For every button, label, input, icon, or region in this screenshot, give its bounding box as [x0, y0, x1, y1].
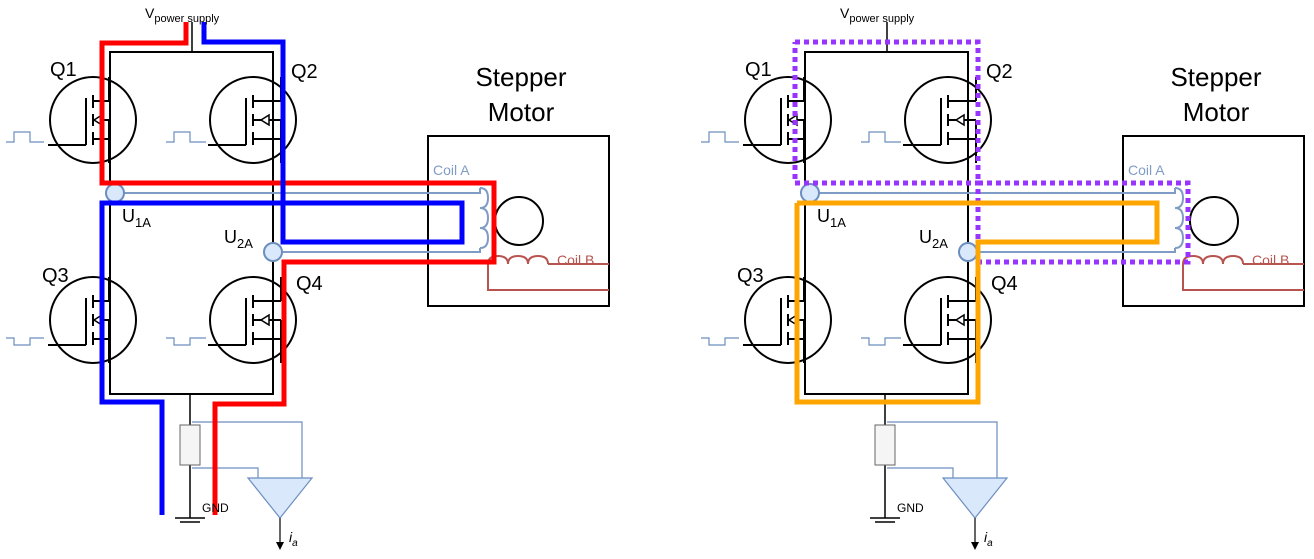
q3-gate-signal — [701, 337, 739, 346]
u1a-label: U1A — [122, 206, 151, 230]
q3-gate-signal — [6, 337, 44, 346]
current-path-purple — [792, 39, 1191, 265]
supply-label: Vpower supply — [840, 5, 915, 25]
coil-b-winding — [1182, 254, 1244, 265]
u2a-label: U2A — [919, 227, 948, 251]
sense-resistor — [874, 424, 896, 466]
motor-box — [427, 135, 610, 307]
motor-title-line1: Stepper — [475, 62, 566, 92]
ia-arrowhead — [971, 542, 979, 550]
coil-b-winding — [487, 254, 549, 265]
sense-line-1 — [887, 421, 998, 478]
supply-label: Vpower supply — [145, 5, 220, 25]
node-u2a — [958, 242, 978, 262]
q3-transistor — [47, 276, 137, 364]
u1a-label: U1A — [817, 206, 846, 230]
current-path-orange — [794, 200, 1160, 405]
q3-label: Q3 — [42, 265, 69, 287]
node-u2a — [263, 242, 283, 262]
q1-transistor — [47, 76, 137, 164]
q3-transistor — [742, 276, 832, 364]
coil-a-label: Coil A — [1128, 162, 1165, 178]
coil-a-wire-bottom — [273, 248, 481, 253]
q1-label: Q1 — [745, 59, 772, 81]
node-u1a — [105, 183, 125, 203]
coil-b-lead-1 — [487, 264, 609, 291]
q3-label: Q3 — [737, 265, 764, 287]
q2-gate-signal — [166, 131, 206, 143]
motor-title-line2: Motor — [1183, 97, 1250, 127]
q2-label: Q2 — [986, 61, 1013, 83]
coil-a-winding — [1174, 187, 1185, 249]
panel-left: Vpower supply Q1 Q2 Q3 Q4 U1A U2A Steppe… — [6, 5, 610, 550]
coil-a-label: Coil A — [433, 162, 470, 178]
coil-b-lead-1 — [1182, 264, 1304, 291]
current-path-blue — [99, 22, 465, 515]
rotor — [494, 196, 544, 246]
ia-label: ia — [289, 529, 298, 549]
rotor — [1189, 196, 1239, 246]
motor-title-line1: Stepper — [1170, 62, 1261, 92]
q2-gate-signal — [861, 131, 901, 143]
panel-right: Vpower supply Q1 Q2 Q3 Q4 U1A U2A Steppe… — [701, 5, 1305, 550]
q2-label: Q2 — [291, 61, 318, 83]
node-u1a — [800, 183, 820, 203]
coil-a-wire-top — [115, 188, 481, 194]
coil-b-label: Coil B — [557, 252, 594, 268]
sense-amplifier — [941, 477, 1009, 519]
ia-arrowhead — [276, 542, 284, 550]
q4-label: Q4 — [991, 273, 1018, 295]
current-path-red — [99, 22, 497, 515]
ia-label: ia — [984, 529, 993, 549]
coil-a-winding — [479, 187, 490, 249]
u2a-label: U2A — [224, 227, 253, 251]
sense-line-1 — [192, 421, 303, 478]
coil-b-label: Coil B — [1252, 252, 1289, 268]
coil-a-wire-top — [810, 188, 1176, 194]
q4-label: Q4 — [296, 273, 323, 295]
q4-gate-signal — [166, 337, 206, 346]
sense-resistor — [179, 424, 201, 466]
q1-transistor — [742, 76, 832, 164]
q1-gate-signal — [701, 131, 739, 143]
q1-label: Q1 — [50, 59, 77, 81]
q4-gate-signal — [861, 337, 901, 346]
motor-box — [1122, 135, 1305, 307]
sense-line-2 — [192, 467, 259, 478]
coil-a-wire-bottom — [968, 248, 1176, 253]
q1-gate-signal — [6, 131, 44, 143]
sense-amplifier — [246, 477, 314, 519]
sense-line-2 — [887, 467, 954, 478]
gnd-label: GND — [202, 501, 229, 515]
motor-title-line2: Motor — [488, 97, 555, 127]
gnd-label: GND — [897, 501, 924, 515]
